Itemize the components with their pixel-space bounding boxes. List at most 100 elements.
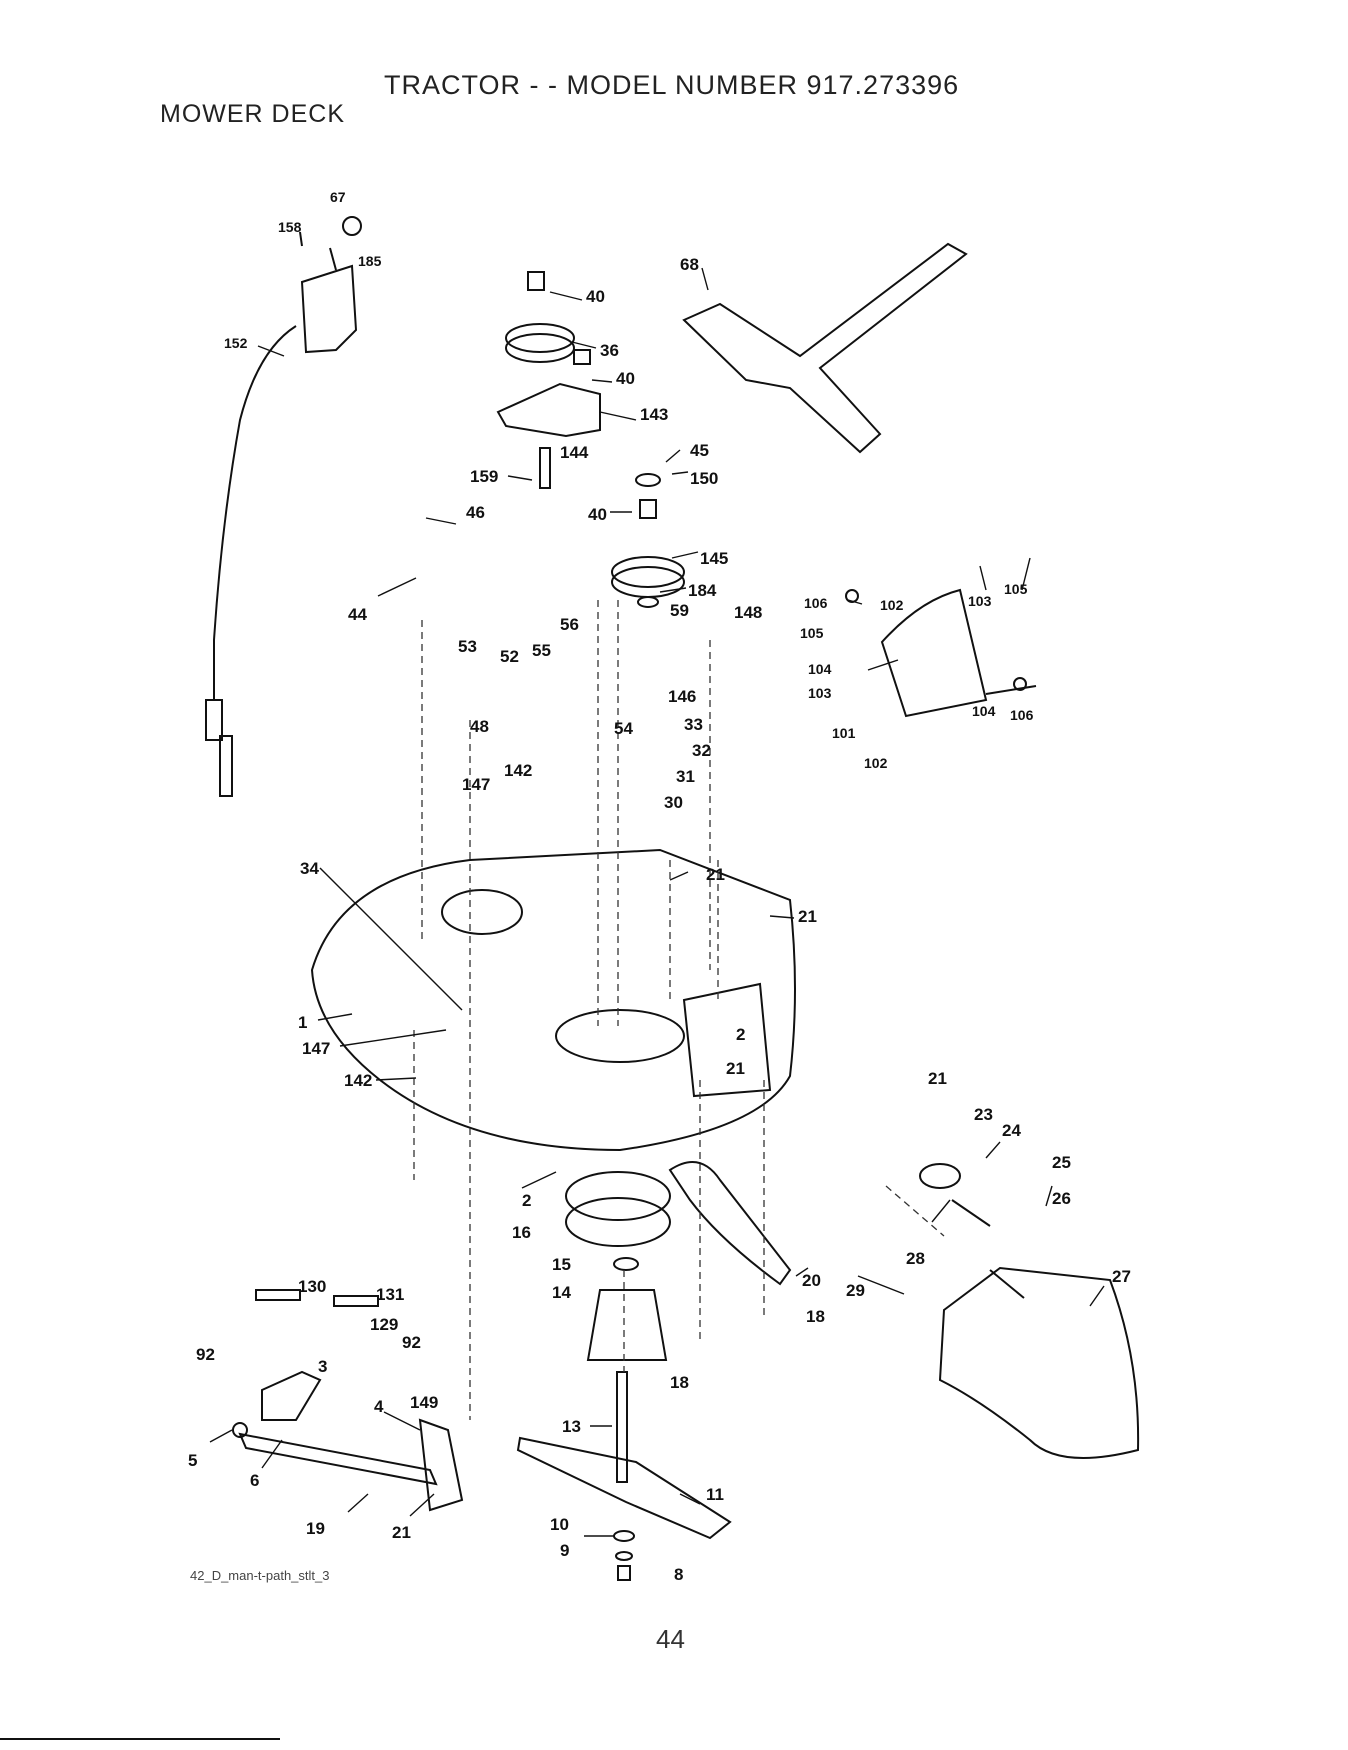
callout-184: 184: [688, 581, 717, 600]
callout-59: 59: [670, 601, 689, 620]
callout-54: 54: [614, 719, 633, 738]
callout-28: 28: [906, 1249, 925, 1268]
callout-36: 36: [600, 341, 619, 360]
callout-185: 185: [358, 253, 382, 269]
callout-53: 53: [458, 637, 477, 656]
callout-44: 44: [348, 605, 367, 624]
callout-92: 92: [402, 1333, 421, 1352]
callout-56: 56: [560, 615, 579, 634]
lift-linkage: [232, 1289, 464, 1512]
callout-24: 24: [1002, 1121, 1021, 1140]
callout-4: 4: [374, 1397, 384, 1416]
callout-46: 46: [466, 503, 485, 522]
callout-20: 20: [802, 1271, 821, 1290]
assembly-guide-lines: [413, 600, 945, 1420]
callout-92: 92: [196, 1345, 215, 1364]
callout-23: 23: [974, 1105, 993, 1124]
callout-101: 101: [832, 725, 856, 741]
callout-21: 21: [392, 1523, 411, 1542]
callout-150: 150: [690, 469, 718, 488]
callout-3: 3: [318, 1357, 327, 1376]
callout-142: 142: [504, 761, 532, 780]
callout-106: 106: [804, 595, 828, 611]
callout-leader-lines: [209, 267, 1105, 1537]
callout-105: 105: [800, 625, 824, 641]
callout-30: 30: [664, 793, 683, 812]
callout-10: 10: [550, 1515, 569, 1534]
callout-131: 131: [376, 1285, 404, 1304]
callout-146: 146: [668, 687, 696, 706]
callout-102: 102: [880, 597, 904, 613]
callout-130: 130: [298, 1277, 326, 1296]
callout-45: 45: [690, 441, 709, 460]
callout-149: 149: [410, 1393, 438, 1412]
callout-55: 55: [532, 641, 551, 660]
callout-104: 104: [808, 661, 832, 677]
callout-159: 159: [470, 467, 498, 486]
callout-11: 11: [706, 1485, 724, 1504]
section-title: MOWER DECK: [160, 100, 345, 128]
callout-158: 158: [278, 219, 302, 235]
callout-6: 6: [250, 1471, 259, 1490]
callout-67: 67: [330, 189, 346, 205]
footer-rule: [0, 1738, 280, 1740]
callout-1: 1: [298, 1013, 307, 1032]
spindle-blade-assembly: [516, 1171, 732, 1581]
callout-21: 21: [726, 1059, 745, 1078]
callout-103: 103: [808, 685, 832, 701]
callout-21: 21: [798, 907, 817, 926]
callout-29: 29: [846, 1281, 865, 1300]
callout-21: 21: [928, 1069, 947, 1088]
callout-106: 106: [1010, 707, 1034, 723]
callout-40: 40: [586, 287, 605, 306]
callout-48: 48: [470, 717, 489, 736]
idler-pulley-assembly: [496, 271, 685, 608]
callout-2: 2: [522, 1191, 531, 1210]
callout-142: 142: [344, 1071, 372, 1090]
callout-40: 40: [588, 505, 607, 524]
callout-27: 27: [1112, 1267, 1131, 1286]
callout-104: 104: [972, 703, 996, 719]
callout-103: 103: [968, 593, 992, 609]
figure-caption: 42_D_man-t-path_stlt_3: [190, 1568, 330, 1583]
callout-147: 147: [302, 1039, 330, 1058]
callout-2: 2: [736, 1025, 745, 1044]
deck-support-arm: [668, 1161, 792, 1286]
callout-19: 19: [306, 1519, 325, 1538]
callout-144: 144: [560, 443, 589, 462]
callout-18: 18: [806, 1307, 825, 1326]
callout-102: 102: [864, 755, 888, 771]
deck-lift-handle-assembly: [205, 216, 362, 797]
callout-16: 16: [512, 1223, 531, 1242]
callout-26: 26: [1052, 1189, 1071, 1208]
deck-cover: [919, 1163, 1140, 1459]
callout-labels: 67 158 185 152 40 36 40 143 144 45 150 1…: [188, 189, 1131, 1584]
callout-34: 34: [300, 859, 319, 878]
v-belt: [682, 242, 968, 454]
page-number: 44: [656, 1624, 685, 1654]
page-title: TRACTOR - - MODEL NUMBER 917.273396: [384, 70, 960, 100]
callout-143: 143: [640, 405, 668, 424]
callout-148: 148: [734, 603, 762, 622]
callout-152: 152: [224, 335, 248, 351]
callout-15: 15: [552, 1255, 571, 1274]
callout-25: 25: [1052, 1153, 1071, 1172]
callout-31: 31: [676, 767, 695, 786]
discharge-deflector: [845, 588, 1037, 718]
callout-13: 13: [562, 1417, 581, 1436]
mower-deck-housing: [310, 848, 796, 1152]
callout-147: 147: [462, 775, 490, 794]
callout-8: 8: [674, 1565, 683, 1584]
callout-145: 145: [700, 549, 728, 568]
callout-9: 9: [560, 1541, 569, 1560]
callout-105: 105: [1004, 581, 1028, 597]
callout-21: 21: [706, 865, 725, 884]
callout-52: 52: [500, 647, 519, 666]
callout-33: 33: [684, 715, 703, 734]
callout-68: 68: [680, 255, 699, 274]
callout-129: 129: [370, 1315, 398, 1334]
callout-5: 5: [188, 1451, 197, 1470]
callout-14: 14: [552, 1283, 571, 1302]
callout-32: 32: [692, 741, 711, 760]
